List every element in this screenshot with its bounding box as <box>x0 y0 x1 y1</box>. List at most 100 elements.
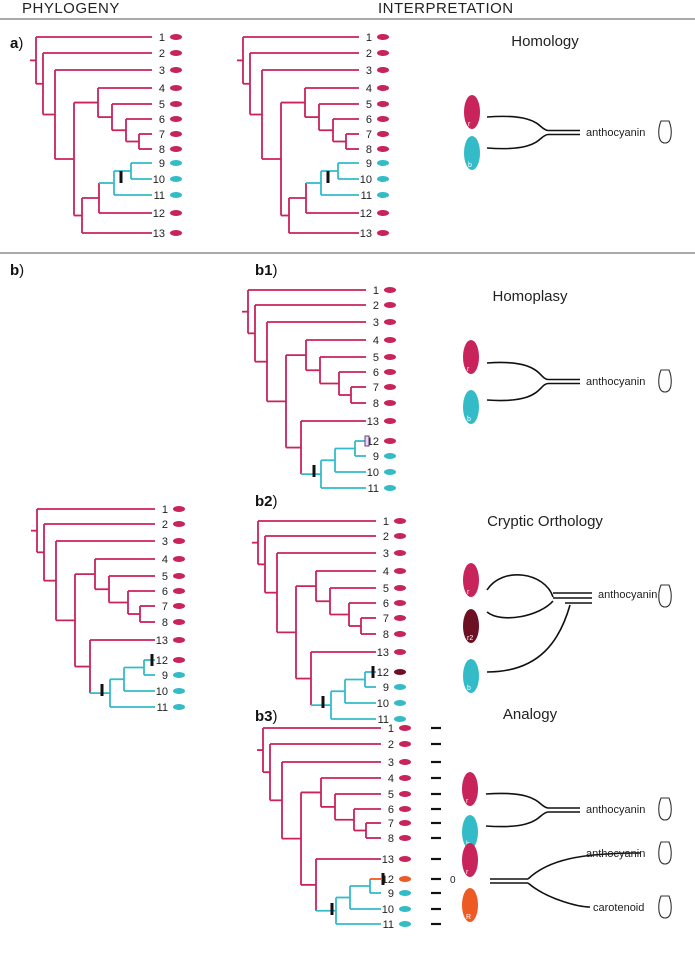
tip-label: 3 <box>159 65 165 77</box>
tip-label: 10 <box>156 686 168 698</box>
tip-label: 6 <box>388 804 394 816</box>
pigment-anthocyanin-b3: anthocyanin <box>586 804 645 816</box>
tip-label: 11 <box>157 702 168 714</box>
tip-petal <box>384 287 396 293</box>
cell-r-a <box>464 95 480 129</box>
tip-label: 4 <box>366 83 372 95</box>
tip-petal <box>170 67 182 73</box>
split-b3-top <box>527 852 641 880</box>
tip-petal <box>173 657 185 663</box>
tip-petal <box>384 384 396 390</box>
tip-label: 11 <box>368 483 379 495</box>
tip-label: 7 <box>162 601 168 613</box>
tip-petal <box>170 116 182 122</box>
pigment-anthocyanin-a: anthocyanin <box>586 127 645 139</box>
tip-petal <box>394 533 406 539</box>
tip-label: 7 <box>159 129 165 141</box>
tip-label: 6 <box>383 598 389 610</box>
tip-label: 6 <box>159 114 165 126</box>
cell-R-b3-label: R <box>466 914 471 921</box>
tip-petal <box>377 34 389 40</box>
tip-petal <box>384 469 396 475</box>
tip-label: 6 <box>366 114 372 126</box>
title-analogy: Analogy <box>502 706 558 723</box>
merge-b3-upper-bottom <box>485 811 549 828</box>
panel-label-b: b) <box>10 262 25 279</box>
panel-label-a: a) <box>10 35 24 52</box>
tip-petal <box>377 146 389 152</box>
tip-petal <box>394 716 406 722</box>
tip-label: 1 <box>162 504 168 516</box>
tip-petal <box>170 146 182 152</box>
tip-petal <box>399 906 411 912</box>
tip-label: 1 <box>366 32 372 44</box>
tip-petal <box>173 588 185 594</box>
cell-r-b3-lower <box>462 843 478 877</box>
change-mark <box>119 171 123 183</box>
title-cryptic-orthology: Cryptic Orthology <box>487 513 603 530</box>
tip-petal <box>377 131 389 137</box>
tip-label: 9 <box>388 888 394 900</box>
change-mark <box>381 873 385 885</box>
tip-petal <box>399 806 411 812</box>
tip-label: 8 <box>162 617 168 629</box>
tip-label: 13 <box>360 228 372 240</box>
tip-petal <box>399 921 411 927</box>
tip-label: 10 <box>382 904 394 916</box>
tip-petal <box>173 603 185 609</box>
tip-petal <box>170 101 182 107</box>
tip-label: 4 <box>383 566 389 578</box>
tip-label: 2 <box>383 531 389 543</box>
tip-petal <box>170 176 182 182</box>
tip-label: 3 <box>162 536 168 548</box>
tip-petal <box>399 775 411 781</box>
tip-label: 11 <box>383 919 394 931</box>
tip-petal <box>384 400 396 406</box>
tip-petal <box>394 568 406 574</box>
change-mark <box>330 903 334 915</box>
flask-b2 <box>658 584 672 608</box>
tip-petal <box>384 337 396 343</box>
tip-label: 12 <box>156 655 168 667</box>
tip-label: 2 <box>366 48 372 60</box>
merge-b1-bottom <box>486 382 549 402</box>
legends-layer: rbanthocyaninrbanthocyaninrr2banthocyani… <box>462 95 672 922</box>
tip-petal <box>399 791 411 797</box>
tip-label: 9 <box>162 670 168 682</box>
change-mark <box>326 171 330 183</box>
tip-label: 3 <box>373 317 379 329</box>
tip-label: 9 <box>373 451 379 463</box>
tip-petal <box>384 319 396 325</box>
tip-label: 9 <box>159 158 165 170</box>
tip-label: 12 <box>367 436 379 448</box>
tip-petal <box>377 101 389 107</box>
tip-petal <box>399 725 411 731</box>
tip-petal <box>399 876 411 882</box>
tip-label: 12 <box>382 874 394 886</box>
change-mark <box>312 465 316 477</box>
tip-petal <box>384 438 396 444</box>
tip-label: 2 <box>159 48 165 60</box>
title-homology: Homology <box>511 33 579 50</box>
tip-petal <box>377 176 389 182</box>
tip-label: 10 <box>360 174 372 186</box>
tip-label: 3 <box>388 757 394 769</box>
tip-label: 12 <box>377 667 389 679</box>
tip-label: 8 <box>388 833 394 845</box>
tip-petal <box>394 550 406 556</box>
tip-petal <box>399 820 411 826</box>
merge-b2-top <box>486 574 554 598</box>
tip-petal <box>384 369 396 375</box>
change-mark <box>364 435 370 447</box>
tip-petal <box>384 485 396 491</box>
pigment-carotenoid-b3: carotenoid <box>593 902 644 914</box>
tip-petal <box>394 649 406 655</box>
tip-label: 8 <box>383 629 389 641</box>
tip-petal <box>384 354 396 360</box>
tip-petal <box>173 573 185 579</box>
flask-b3-carotenoid <box>658 895 672 919</box>
